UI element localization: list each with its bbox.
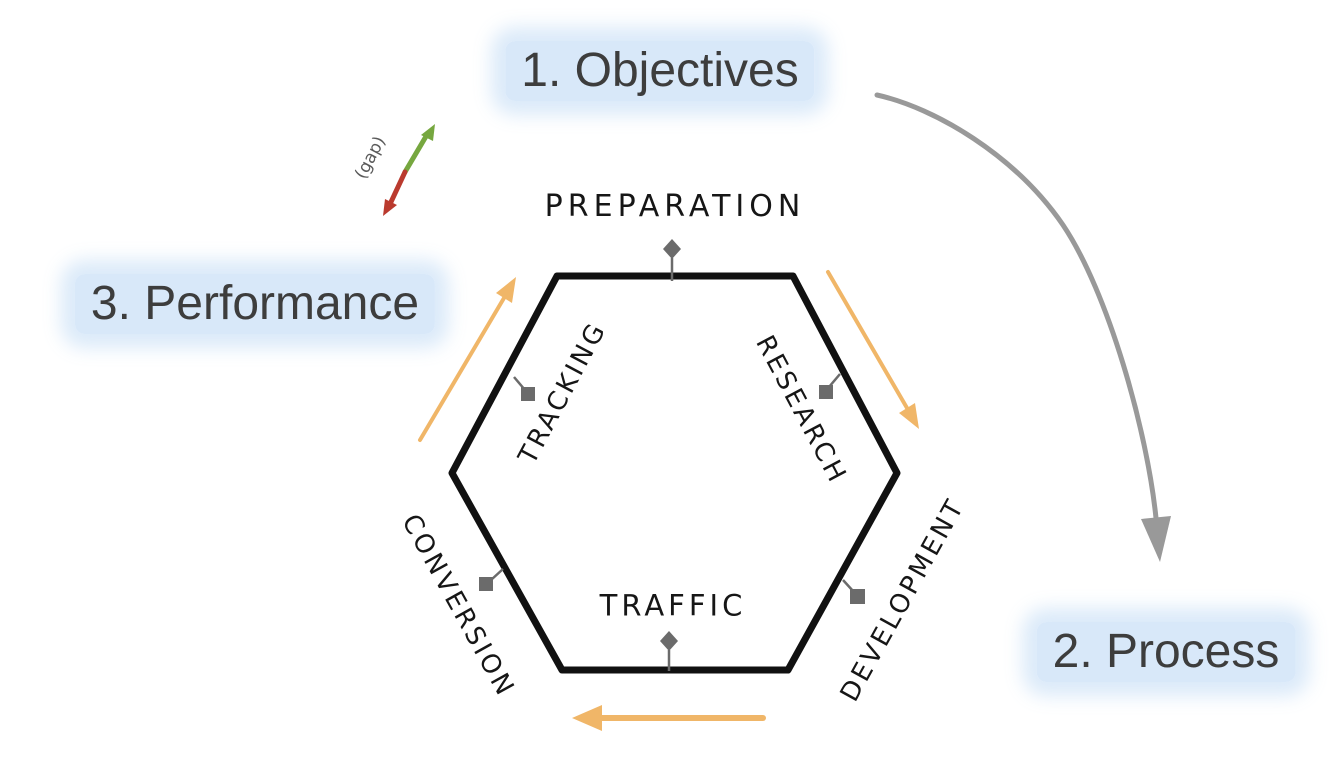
flow-arrowhead bbox=[1141, 516, 1171, 562]
gap-arrow-green-shaft bbox=[402, 130, 431, 175]
gap-arrow bbox=[383, 124, 435, 216]
pin-conversion bbox=[479, 568, 504, 591]
pin-traffic bbox=[660, 631, 678, 671]
gap-arrowhead-red bbox=[383, 199, 397, 216]
process-label: 2. Process bbox=[1036, 622, 1296, 682]
pin-tracking bbox=[513, 376, 535, 401]
cycle-arrow-bottom-left bbox=[572, 705, 766, 731]
objectives-label: 1. Objectives bbox=[505, 41, 815, 101]
stage-label-preparation: PREPARATION bbox=[544, 189, 806, 224]
cycle-arrow-up-left bbox=[418, 277, 516, 442]
hexagon-shape bbox=[448, 272, 901, 674]
gap-arrow-red-shaft bbox=[388, 169, 408, 205]
cycle-arrow-down-right bbox=[826, 270, 919, 429]
performance-label: 3. Performance bbox=[74, 274, 436, 334]
flow-arrow-objectives-to-process bbox=[874, 92, 1171, 562]
pin-development bbox=[842, 579, 865, 604]
gap-arrowhead-green bbox=[421, 124, 435, 141]
pin-preparation bbox=[663, 239, 681, 281]
pin-research bbox=[819, 373, 841, 399]
stage-label-traffic: TRAFFIC bbox=[599, 588, 747, 623]
